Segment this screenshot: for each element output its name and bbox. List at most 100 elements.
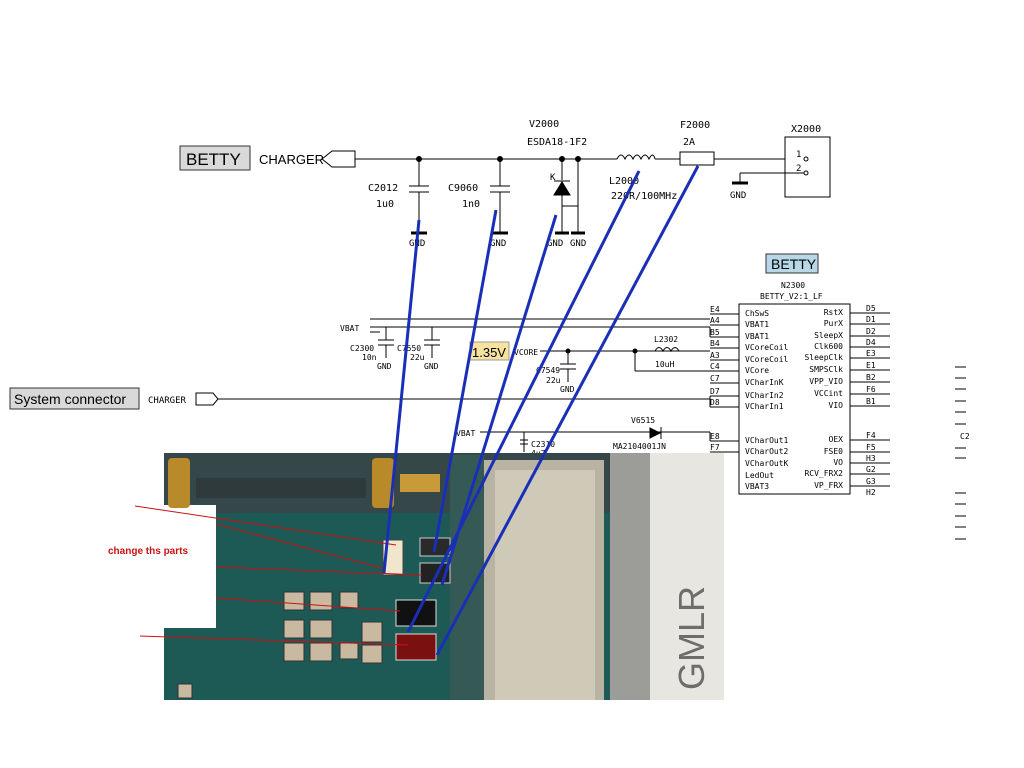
c2012-value: 1u0 xyxy=(376,199,394,210)
ic-pin-number: D2 xyxy=(866,327,876,336)
betty-ic-badge xyxy=(765,253,819,274)
charger-label: CHARGER xyxy=(259,152,324,167)
c9060-value: 1n0 xyxy=(462,199,480,210)
ic-pin-name: FSE0 xyxy=(824,447,843,456)
ic-pin-name: Clk600 xyxy=(814,342,843,351)
x2000-pin1: 1 xyxy=(796,150,801,160)
gnd-label: GND xyxy=(547,239,563,249)
c7550-ref: C7550 xyxy=(397,344,421,353)
ic-pin-number: B5 xyxy=(710,328,720,337)
ic-pin-name: VIO xyxy=(829,401,844,410)
l2000-link-line xyxy=(406,170,641,633)
l2000-value: 220R/100MHz xyxy=(611,191,677,202)
ic-ref: N2300 xyxy=(781,281,805,290)
c2300-value: 10n xyxy=(362,353,377,362)
ic-pin-number: D4 xyxy=(866,338,876,347)
ic-pin-name: SMPSClk xyxy=(809,365,843,374)
betty-ic-label: BETTY xyxy=(771,256,817,272)
x2000-ref: X2000 xyxy=(791,124,821,135)
n2300-chip xyxy=(738,303,851,495)
l2000-ref: L2000 xyxy=(609,176,639,187)
red-annotation-arrows xyxy=(134,505,423,646)
shield-marking: GMLR xyxy=(671,586,712,690)
ic-pin-name: RCV_FRX2 xyxy=(804,469,843,478)
change-parts-note: change ths parts xyxy=(108,546,188,557)
gnd-label: GND xyxy=(424,362,439,371)
ic-pin-name: VBAT1 xyxy=(745,332,769,341)
v2000-part: ESDA18-1F2 xyxy=(527,137,587,148)
gnd-label: GND xyxy=(377,362,392,371)
l2302-value: 10uH xyxy=(655,360,674,369)
ic-pin-name: VPP_VIO xyxy=(809,377,843,386)
ic-pin-number: B1 xyxy=(866,397,876,406)
c2012-link-line xyxy=(382,219,421,574)
ic-pin-number: F7 xyxy=(710,443,720,452)
ic-pin-number: A3 xyxy=(710,351,720,360)
ic-pin-name: VBAT1 xyxy=(745,320,769,329)
ic-schematic xyxy=(195,253,966,540)
f2000-value: 2A xyxy=(683,137,695,148)
ic-pin-name: OEX xyxy=(829,435,844,444)
c2012-ref: C2012 xyxy=(368,183,398,194)
ic-pin-number: E4 xyxy=(710,305,720,314)
ic-pin-number: A4 xyxy=(710,316,720,325)
voltage-badge-text: 1.35V xyxy=(472,345,506,360)
ic-pin-number: D8 xyxy=(710,398,720,407)
charger-port-symbol xyxy=(321,150,356,168)
ic-part: BETTY_V2:1_LF xyxy=(760,292,823,301)
ic-pin-number: D5 xyxy=(866,304,876,313)
c7549-value: 22u xyxy=(546,376,561,385)
ic-pin-name: VCoreCoil xyxy=(745,343,789,352)
f2000-link-line xyxy=(435,165,700,656)
v6515-ref: V6515 xyxy=(631,416,655,425)
ic-pin-name: VCore xyxy=(745,366,769,375)
gnd-label: GND xyxy=(730,191,746,201)
l2302-ref: L2302 xyxy=(654,335,678,344)
ic-pin-number: F6 xyxy=(866,385,876,394)
ic-pin-name: VP_FRX xyxy=(814,481,843,490)
ic-pin-name: VCharOut1 xyxy=(745,436,789,445)
ic-pin-number: B2 xyxy=(866,373,876,382)
c2300-ref: C2300 xyxy=(350,344,374,353)
ic-pin-number: C7 xyxy=(710,374,720,383)
ic-pin-name: PurX xyxy=(824,319,843,328)
ic-pin-number: H2 xyxy=(866,488,876,497)
ic-pin-number: H3 xyxy=(866,454,876,463)
ic-pin-number: E3 xyxy=(866,349,876,358)
k-mark: K xyxy=(550,173,556,183)
system-connector-label: System connector xyxy=(14,391,126,407)
vbat2-label: VBAT xyxy=(456,429,475,438)
ic-pin-name: VCoreCoil xyxy=(745,355,789,364)
gnd-label: GND xyxy=(570,239,586,249)
ic-pin-name: VCCint xyxy=(814,389,843,398)
blue-connection-lines xyxy=(382,165,700,656)
ic-pin-number: E8 xyxy=(710,432,720,441)
ic-pin-number: G2 xyxy=(866,465,876,474)
ic-pin-name: ChSwS xyxy=(745,309,769,318)
ic-pin-number: D7 xyxy=(710,387,720,396)
ic-pin-name: VCharIn2 xyxy=(745,391,784,400)
top-schematic-text: BETTY CHARGER V2000 ESDA18-1F2 K L2000 2… xyxy=(186,119,821,249)
ic-pin-name: VCharOut2 xyxy=(745,447,789,456)
ic-pin-number: G3 xyxy=(866,477,876,486)
ic-pin-name: LedOut xyxy=(745,471,774,480)
betty-top-label: BETTY xyxy=(186,150,241,169)
ic-pin-name: VBAT3 xyxy=(745,482,769,491)
gnd-label: GND xyxy=(490,239,506,249)
ic-pin-number: E1 xyxy=(866,361,876,370)
x2000-pin2: 2 xyxy=(796,164,801,174)
ic-pin-name: VCharIn1 xyxy=(745,402,784,411)
ic-pin-name: VCharOutK xyxy=(745,459,789,468)
charger2-label: CHARGER xyxy=(148,396,187,406)
ic-right-pins: D5RstXD1PurXD2SleepXD4Clk600E3SleepClkE1… xyxy=(804,304,875,497)
ic-pin-number: F4 xyxy=(866,431,876,440)
v2000-ref: V2000 xyxy=(529,119,559,130)
c7549-ref: C7549 xyxy=(536,366,560,375)
v6515-part: MA2104001JN xyxy=(613,442,666,451)
ic-pin-name: RstX xyxy=(824,308,843,317)
top-schematic xyxy=(179,136,831,235)
